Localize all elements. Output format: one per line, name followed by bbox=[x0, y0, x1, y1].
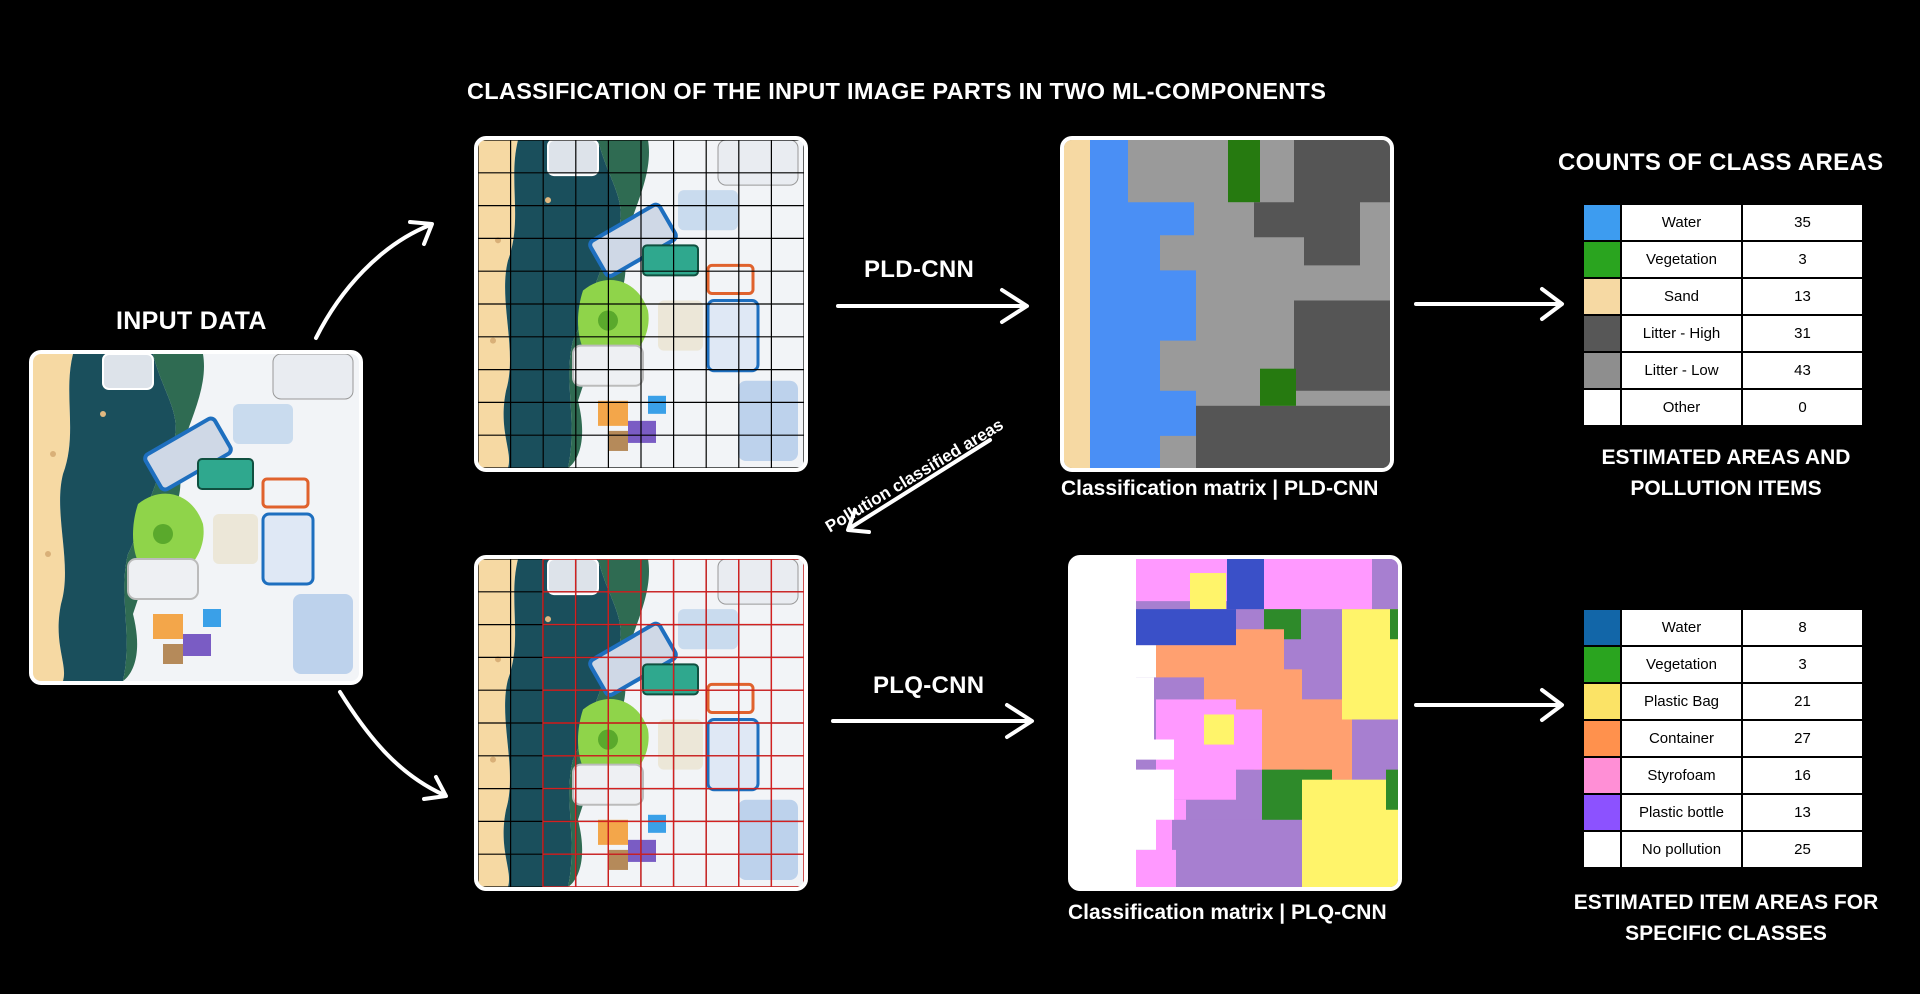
pld-grid-panel bbox=[474, 136, 808, 472]
class-label: Styrofoam bbox=[1620, 756, 1743, 795]
main-title: CLASSIFICATION OF THE INPUT IMAGE PARTS … bbox=[467, 78, 1327, 104]
feedback-label: Pollution classified areas bbox=[822, 414, 1007, 537]
class-label: Container bbox=[1620, 719, 1743, 758]
class-label: Water bbox=[1620, 203, 1743, 242]
class-count: 31 bbox=[1741, 314, 1864, 353]
class-count: 3 bbox=[1741, 645, 1864, 684]
plq-classification-matrix bbox=[1068, 555, 1402, 891]
pld-summary-line1: ESTIMATED AREAS AND bbox=[1601, 446, 1851, 469]
red-grid-overlay bbox=[542, 559, 804, 887]
class-count: 21 bbox=[1741, 682, 1864, 721]
class-color-swatch bbox=[1582, 793, 1622, 832]
plq-matrix-caption: Classification matrix | PLQ-CNN bbox=[1068, 901, 1387, 924]
class-label: Litter - Low bbox=[1620, 351, 1743, 390]
arrow-input-to-plq bbox=[338, 690, 446, 797]
beach-litter-illustration bbox=[33, 354, 359, 681]
plq-summary-line2: SPECIFIC CLASSES bbox=[1625, 922, 1827, 945]
class-count: 27 bbox=[1741, 719, 1864, 758]
class-label: Water bbox=[1620, 608, 1743, 647]
plq-cnn-label: PLQ-CNN bbox=[873, 672, 985, 699]
class-color-swatch bbox=[1582, 682, 1622, 721]
class-label: Plastic bottle bbox=[1620, 793, 1743, 832]
sand-strip bbox=[1064, 140, 1090, 468]
class-count: 43 bbox=[1741, 351, 1864, 390]
class-color-swatch bbox=[1582, 830, 1622, 869]
class-color-swatch bbox=[1582, 277, 1622, 316]
arrow-input-to-pld bbox=[314, 223, 432, 340]
class-color-swatch bbox=[1582, 203, 1622, 242]
class-count: 13 bbox=[1741, 793, 1864, 832]
class-color-swatch bbox=[1582, 240, 1622, 279]
plq-summary-line1: ESTIMATED ITEM AREAS FOR bbox=[1573, 891, 1879, 914]
class-label: Litter - High bbox=[1620, 314, 1743, 353]
gridded-beach-image bbox=[478, 140, 804, 468]
class-count: 16 bbox=[1741, 756, 1864, 795]
black-grid-overlay bbox=[478, 140, 804, 468]
class-label: Vegetation bbox=[1620, 645, 1743, 684]
class-count: 35 bbox=[1741, 203, 1864, 242]
class-color-swatch bbox=[1582, 314, 1622, 353]
class-count: 3 bbox=[1741, 240, 1864, 279]
class-label: Other bbox=[1620, 388, 1743, 427]
class-color-swatch bbox=[1582, 756, 1622, 795]
input-data-label: INPUT DATA bbox=[116, 307, 267, 335]
class-label: No pollution bbox=[1620, 830, 1743, 869]
pld-matrix-caption: Classification matrix | PLD-CNN bbox=[1061, 477, 1379, 500]
pld-cnn-label: PLD-CNN bbox=[864, 256, 975, 283]
class-count: 8 bbox=[1741, 608, 1864, 647]
counts-table-title: COUNTS OF CLASS AREAS bbox=[1558, 149, 1884, 176]
vegetation-region bbox=[1228, 140, 1260, 203]
pld-summary-line2: POLLUTION ITEMS bbox=[1630, 477, 1822, 500]
class-color-swatch bbox=[1582, 719, 1622, 758]
class-count: 25 bbox=[1741, 830, 1864, 869]
gridded-beach-image-red bbox=[478, 559, 804, 887]
class-count: 13 bbox=[1741, 277, 1864, 316]
pld-summary: ESTIMATED AREAS AND POLLUTION ITEMS bbox=[1545, 442, 1907, 504]
class-color-swatch bbox=[1582, 351, 1622, 390]
class-color-swatch bbox=[1582, 608, 1622, 647]
litter-high-region bbox=[1254, 140, 1390, 266]
water-region bbox=[1090, 140, 1196, 468]
class-label: Plastic Bag bbox=[1620, 682, 1743, 721]
input-image-panel bbox=[29, 350, 363, 685]
class-label: Vegetation bbox=[1620, 240, 1743, 279]
plq-grid-panel bbox=[474, 555, 808, 891]
class-color-swatch bbox=[1582, 388, 1622, 427]
class-color-swatch bbox=[1582, 645, 1622, 684]
pld-classification-matrix bbox=[1060, 136, 1394, 472]
plq-summary: ESTIMATED ITEM AREAS FOR SPECIFIC CLASSE… bbox=[1545, 887, 1907, 949]
class-label: Sand bbox=[1620, 277, 1743, 316]
class-count: 0 bbox=[1741, 388, 1864, 427]
